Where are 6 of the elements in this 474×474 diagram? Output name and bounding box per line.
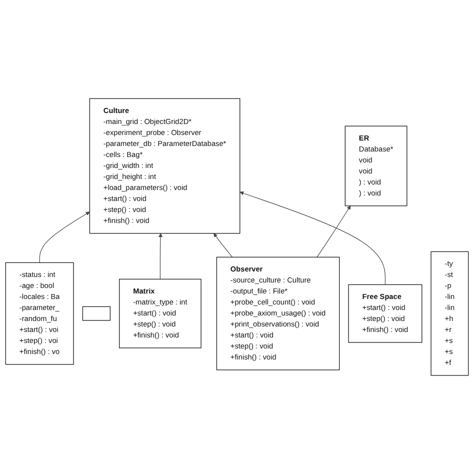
arrow [158, 233, 163, 280]
arrow [214, 233, 233, 258]
arrow [316, 206, 351, 258]
node-box [82, 306, 111, 321]
arrow [39, 212, 90, 263]
arrow [240, 191, 386, 285]
